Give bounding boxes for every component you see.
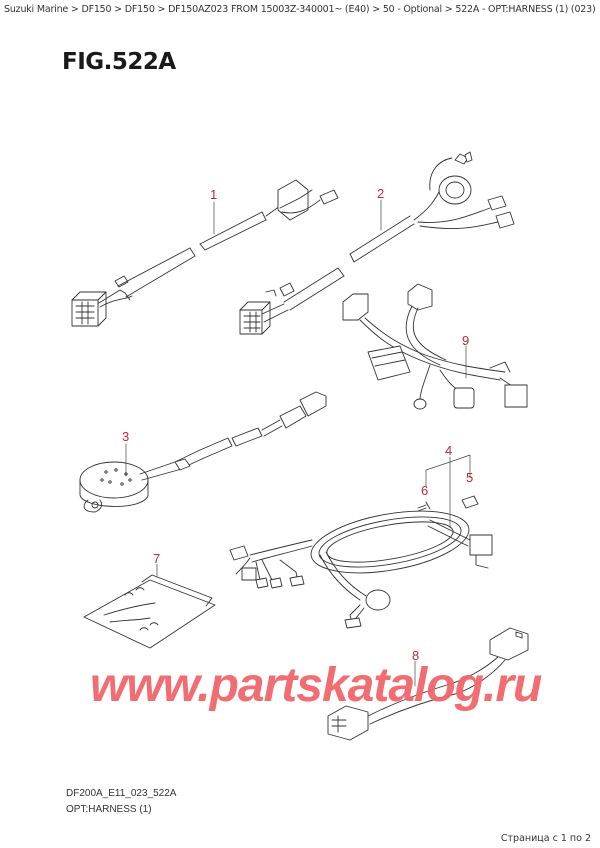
part-3-buzzer <box>79 391 327 513</box>
callout-8[interactable]: 8 <box>412 648 420 663</box>
figure-code: DF200A_E11_023_522A <box>66 788 177 799</box>
callout-7[interactable]: 7 <box>153 551 161 566</box>
callout-3[interactable]: 3 <box>122 429 130 444</box>
part-5-6-small <box>417 495 479 512</box>
callout-1[interactable]: 1 <box>210 187 218 202</box>
callout-5[interactable]: 5 <box>466 470 474 485</box>
part-2-harness <box>239 151 515 335</box>
callout-9[interactable]: 9 <box>462 333 470 348</box>
figure-title: FIG.522A <box>62 49 176 75</box>
callout-4[interactable]: 4 <box>445 443 453 458</box>
breadcrumb[interactable]: Suzuki Marine > DF150 > DF150 > DF150AZ0… <box>4 4 596 15</box>
page-indicator: Страница с 1 по 2 <box>500 833 591 844</box>
callout-2[interactable]: 2 <box>377 186 385 201</box>
part-4-harness <box>229 510 493 629</box>
watermark: www.partskatalog.ru <box>90 659 542 712</box>
figure-name: OPT:HARNESS (1) <box>66 804 152 815</box>
part-1-harness <box>71 179 339 327</box>
part-8-harness <box>327 627 529 741</box>
leader-lines <box>125 199 471 687</box>
part-7-bag <box>83 574 216 649</box>
part-9-harness <box>342 283 528 410</box>
callout-6[interactable]: 6 <box>421 483 429 498</box>
